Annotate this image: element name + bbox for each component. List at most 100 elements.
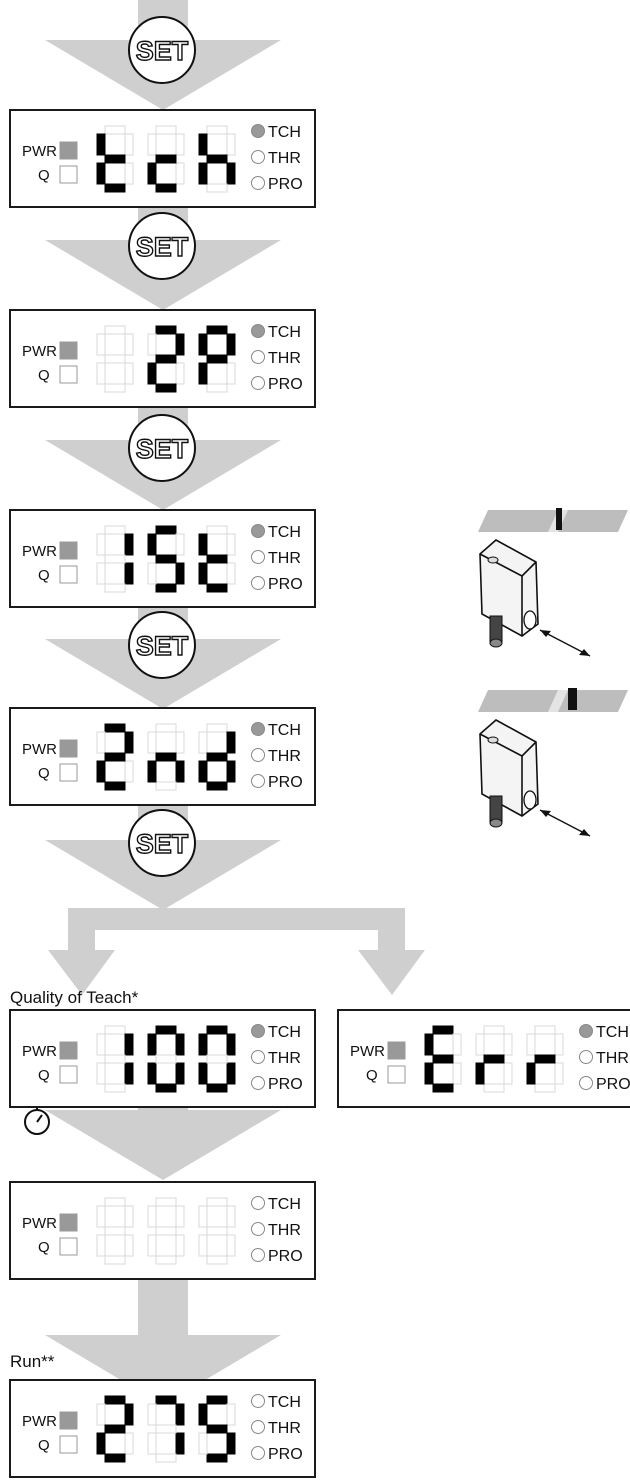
display-digit-2 [475,1025,513,1093]
mode-led-tch [251,1196,265,1210]
pwr-label: PWR [22,343,57,360]
display-digit-2 [147,1025,185,1093]
pwr-label: PWR [22,143,57,160]
flow-arrow-7 [45,1265,281,1405]
mode-led-thr [251,550,265,564]
mode-led-pro [579,1076,593,1090]
q-label: Q [38,367,50,384]
pwr-label: PWR [22,1043,57,1060]
q-led [59,565,78,584]
q-led [59,165,78,184]
pwr-label: PWR [22,1215,57,1232]
pwr-label: PWR [22,543,57,560]
display-digit-2 [147,325,185,393]
mode-led-pro [251,1446,265,1460]
mode-led-thr [251,150,265,164]
sensor-illustration-2 [478,688,628,837]
distance-double-arrow [539,629,591,657]
mode-label-thr: THR [268,1050,301,1067]
q-label: Q [38,167,50,184]
pwr-label: PWR [22,741,57,758]
mode-led-tch [251,1394,265,1408]
display-digit-2 [147,125,185,193]
display-digit-1 [96,1395,134,1463]
mode-led-tch [251,1024,265,1038]
display-digit-2 [147,1197,185,1265]
pwr-label: PWR [22,1413,57,1430]
target-mark [568,688,577,710]
q-label: Q [38,567,50,584]
svg-text:SET: SET [136,434,189,464]
svg-text:SET: SET [136,631,189,661]
mode-label-thr: THR [268,1222,301,1239]
pwr-led [59,1411,78,1430]
set-button-icon-3: SET [128,414,196,482]
mode-label-thr: THR [268,1420,301,1437]
display-digit-3 [198,1025,236,1093]
q-label: Q [366,1067,378,1084]
q-led [59,1435,78,1454]
display-digit-3 [198,325,236,393]
mode-label-tch: TCH [268,1394,301,1411]
display-digit-3 [526,1025,564,1093]
mode-label-tch: TCH [268,722,301,739]
mode-label-tch: TCH [268,124,301,141]
run-caption: Run** [10,1352,55,1371]
display-digit-2 [147,723,185,791]
pwr-led [59,739,78,758]
display-digit-2 [147,525,185,593]
sensor-body [479,719,539,817]
mode-label-tch: TCH [268,524,301,541]
q-led [59,763,78,782]
mode-led-tch [251,324,265,338]
q-label: Q [38,1067,50,1084]
mode-led-tch [251,524,265,538]
sensor-cable [489,795,503,823]
mode-led-thr [251,1420,265,1434]
mode-label-pro: PRO [268,1248,303,1265]
mode-label-pro: PRO [596,1076,630,1093]
target-mark [556,508,562,530]
svg-text:SET: SET [136,36,189,66]
display-digit-1 [96,1025,134,1093]
flow-arrow-6 [45,1065,281,1180]
mode-label-tch: TCH [596,1024,629,1041]
mode-label-pro: PRO [268,376,303,393]
pwr-led [387,1041,406,1060]
display-digit-1 [96,1197,134,1265]
svg-text:SET: SET [136,232,189,262]
branch-arrow [48,908,425,995]
mode-led-thr [251,1050,265,1064]
mode-led-pro [251,576,265,590]
sensor-illustrations [478,508,628,837]
display-digit-1 [96,525,134,593]
set-button-icon-1: SET [128,16,196,84]
set-button-icon-4: SET [128,611,196,679]
display-digit-1 [96,125,134,193]
display-digit-1 [96,325,134,393]
mode-label-thr: THR [268,748,301,765]
mode-led-tch [251,124,265,138]
q-led [59,365,78,384]
mode-led-thr [251,1222,265,1236]
distance-double-arrow [539,809,591,837]
display-panels: PWR Q TCH THR PRO PWR Q TCH THR PRO PWR Q TCH THR PRO P… [9,109,630,1478]
set-button-icon-2: SET [128,212,196,280]
mode-label-pro: PRO [268,1446,303,1463]
mode-label-pro: PRO [268,176,303,193]
pwr-led [59,1213,78,1232]
mode-led-tch [251,722,265,736]
mode-label-tch: TCH [268,324,301,341]
sensor-illustration-1 [478,508,628,657]
pwr-label: PWR [350,1043,385,1060]
pwr-led [59,541,78,560]
svg-text:SET: SET [136,829,189,859]
pwr-led [59,1041,78,1060]
pwr-led [59,141,78,160]
